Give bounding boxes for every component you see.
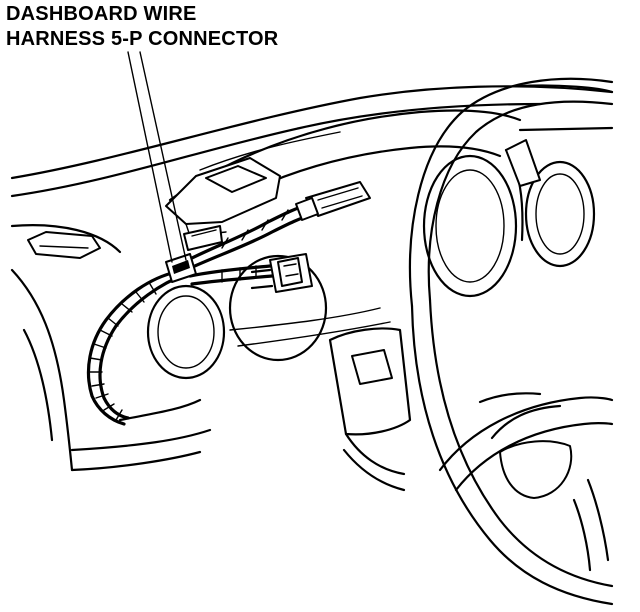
gauge-ring-right — [422, 154, 596, 298]
dashboard-top-edge — [10, 84, 614, 198]
wire-harness-bundle — [86, 270, 188, 426]
left-air-vent — [27, 231, 101, 259]
relay-block — [165, 157, 281, 237]
lower-connector — [250, 253, 313, 293]
dashboard-5p-connector — [165, 225, 223, 283]
callout-leader-lines — [127, 51, 187, 263]
right-dash-panel — [504, 126, 614, 242]
gauge-ring-left — [146, 254, 328, 380]
callout-label-line-2: HARNESS 5-P CONNECTOR — [6, 28, 279, 50]
dashboard-body — [10, 224, 391, 472]
steering-wheel — [408, 77, 614, 606]
callout-label-line-1: DASHBOARD WIRE — [6, 3, 197, 25]
upper-connector — [295, 181, 371, 221]
center-console — [328, 327, 412, 492]
